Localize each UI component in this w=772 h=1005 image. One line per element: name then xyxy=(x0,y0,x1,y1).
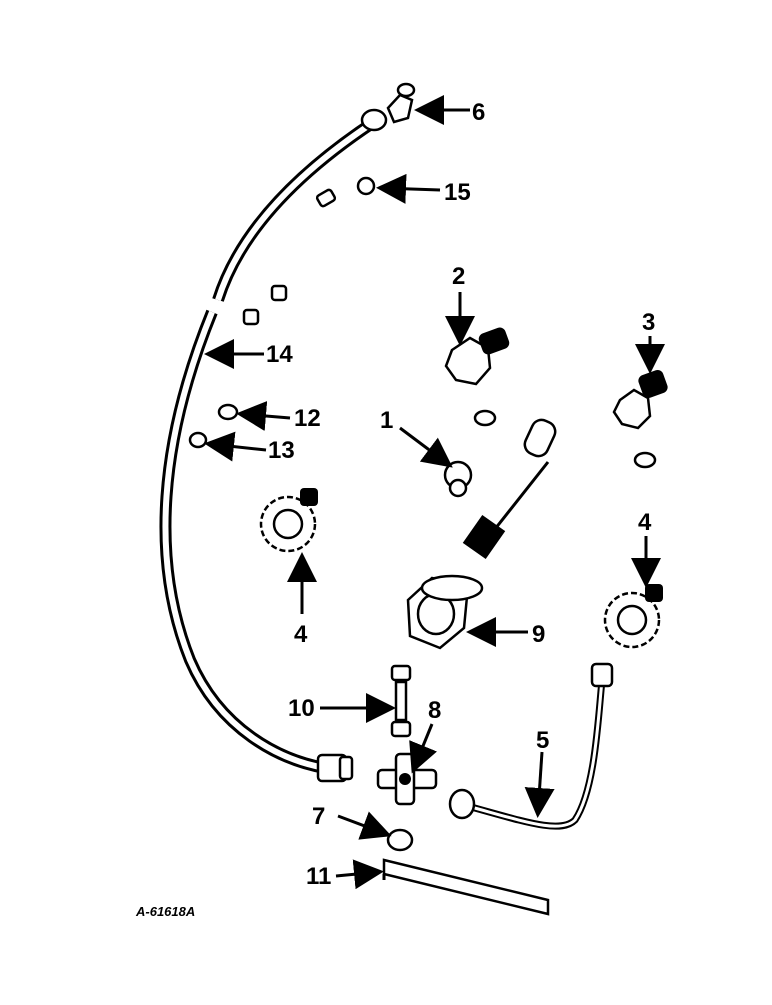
elbow-fitting-6 xyxy=(386,82,416,124)
label-7: 7 xyxy=(312,803,325,830)
label-12: 12 xyxy=(294,405,321,432)
tube-14 xyxy=(159,108,388,783)
label-6: 6 xyxy=(472,99,485,126)
label-2: 2 xyxy=(452,263,465,290)
label-3: 3 xyxy=(642,309,655,336)
label-4-right: 4 xyxy=(638,509,652,536)
nut-7 xyxy=(386,828,414,852)
label-8: 8 xyxy=(428,697,441,724)
small-fittings xyxy=(188,284,288,449)
label-10: 10 xyxy=(288,695,315,722)
valve-knob-4-left xyxy=(259,488,318,553)
line-5 xyxy=(448,662,614,830)
label-11: 11 xyxy=(306,863,331,890)
label-5: 5 xyxy=(536,727,549,754)
plug-2 xyxy=(444,327,510,427)
label-13: 13 xyxy=(268,437,295,464)
label-15: 15 xyxy=(444,179,471,206)
label-9: 9 xyxy=(532,621,545,648)
sending-unit-9 xyxy=(406,418,557,650)
screw-15 xyxy=(315,176,376,208)
fitting-10 xyxy=(390,664,412,738)
label-1: 1 xyxy=(380,407,393,434)
valve-knob-4-right xyxy=(603,584,663,649)
plug-1 xyxy=(443,460,473,498)
label-14: 14 xyxy=(266,341,293,368)
label-4-left: 4 xyxy=(294,621,308,648)
strip-11 xyxy=(382,858,550,916)
leader-lines xyxy=(204,95,665,890)
cross-fitting-8 xyxy=(376,752,438,806)
plug-3 xyxy=(612,369,668,469)
drawing-reference: A-61618A xyxy=(135,904,195,919)
